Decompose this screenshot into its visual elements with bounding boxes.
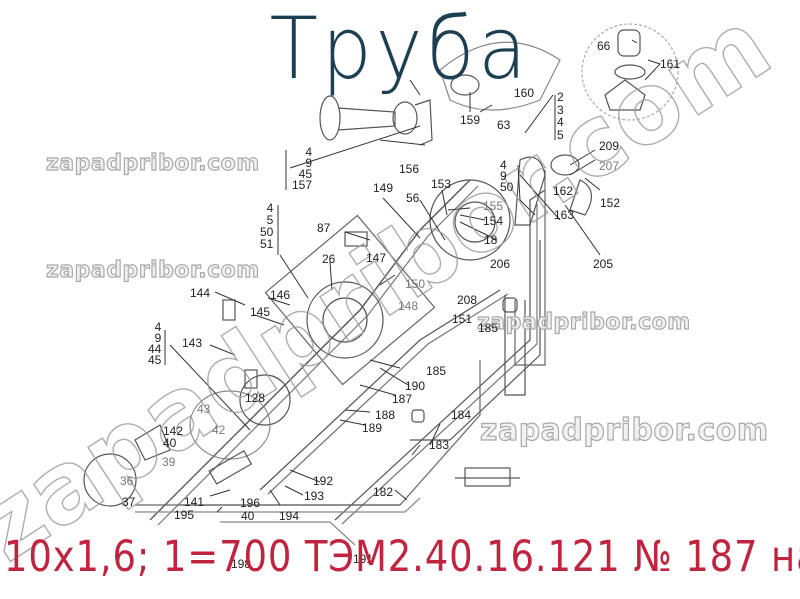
callout-128: 128 (245, 391, 266, 405)
callout-198: 198 (231, 557, 252, 571)
callout-162: 162 (553, 184, 574, 198)
callout-148: 148 (398, 299, 419, 313)
callout-154: 154 (483, 214, 504, 228)
callout-206: 206 (490, 257, 511, 271)
callout-43: 43 (197, 402, 211, 416)
callout-group-4-9-44-45: 4 9 44 45 (148, 320, 162, 367)
callout-group-2-3-4-5: 2 3 4 5 (557, 90, 564, 142)
watermark: zapadpribor.com (479, 412, 769, 448)
callout-189: 189 (362, 421, 383, 435)
callout-26: 26 (322, 252, 336, 266)
callout-153: 153 (431, 177, 452, 191)
callout-149: 149 (373, 181, 394, 195)
callout-184: 184 (451, 408, 472, 422)
callout-42: 42 (212, 423, 226, 437)
callout-205: 205 (593, 257, 614, 271)
watermark: zapadpribor.com (45, 150, 260, 176)
callout-40-right: 40 (241, 509, 255, 523)
callout-152: 152 (600, 196, 621, 210)
callout-159: 159 (460, 113, 481, 127)
page-title: Труба (269, 0, 531, 99)
watermark: zapadpribor.com (45, 257, 260, 283)
callout-208: 208 (457, 293, 478, 307)
callout-192: 192 (313, 474, 334, 488)
callout-39: 39 (162, 455, 176, 469)
callout-87: 87 (317, 221, 331, 235)
callout-191: 191 (353, 552, 374, 566)
callout-193: 193 (304, 489, 325, 503)
callout-156: 156 (399, 162, 420, 176)
callout-182: 182 (373, 485, 394, 499)
callout-36: 36 (120, 474, 134, 488)
callout-183: 183 (429, 438, 450, 452)
callout-190: 190 (405, 379, 426, 393)
callout-188: 188 (375, 408, 396, 422)
callout-144: 144 (190, 286, 211, 300)
callout-160: 160 (514, 86, 535, 100)
part-description-caption: 10х1,6; 1=700 ТЭМ2.40.16.121 № 187 на ри… (4, 532, 800, 582)
callout-63: 63 (497, 118, 511, 132)
callout-161: 161 (660, 57, 681, 71)
callout-143: 143 (182, 336, 203, 350)
callout-142: 142 (163, 424, 184, 438)
callout-group-4-9-45-157: 4 9 45 157 (292, 145, 313, 192)
callout-195: 195 (174, 508, 195, 522)
callout-207: 207 (599, 159, 620, 173)
callout-147: 147 (366, 251, 387, 265)
callout-151: 151 (452, 312, 473, 326)
callout-155: 155 (483, 199, 504, 213)
callout-209: 209 (599, 139, 620, 153)
watermark: zapadpribor.com (476, 309, 691, 335)
callout-37: 37 (122, 495, 136, 509)
callout-40-left: 40 (163, 436, 177, 450)
callout-56: 56 (406, 191, 420, 205)
callout-194: 194 (279, 509, 300, 523)
callout-group-4-9-50: 4 9 50 (500, 158, 514, 194)
callout-196: 196 (240, 496, 261, 510)
callout-141: 141 (184, 495, 205, 509)
callout-185-upper: 185 (478, 321, 499, 335)
callout-66: 66 (597, 39, 611, 53)
callout-150: 150 (405, 277, 426, 291)
callout-163: 163 (554, 208, 575, 222)
callout-185-lower: 185 (426, 364, 447, 378)
callout-187: 187 (392, 392, 413, 406)
callout-group-4-5-50-51: 4 5 50 51 (260, 201, 274, 251)
callout-145: 145 (250, 305, 271, 319)
callout-146: 146 (270, 288, 291, 302)
callout-18: 18 (484, 233, 498, 247)
